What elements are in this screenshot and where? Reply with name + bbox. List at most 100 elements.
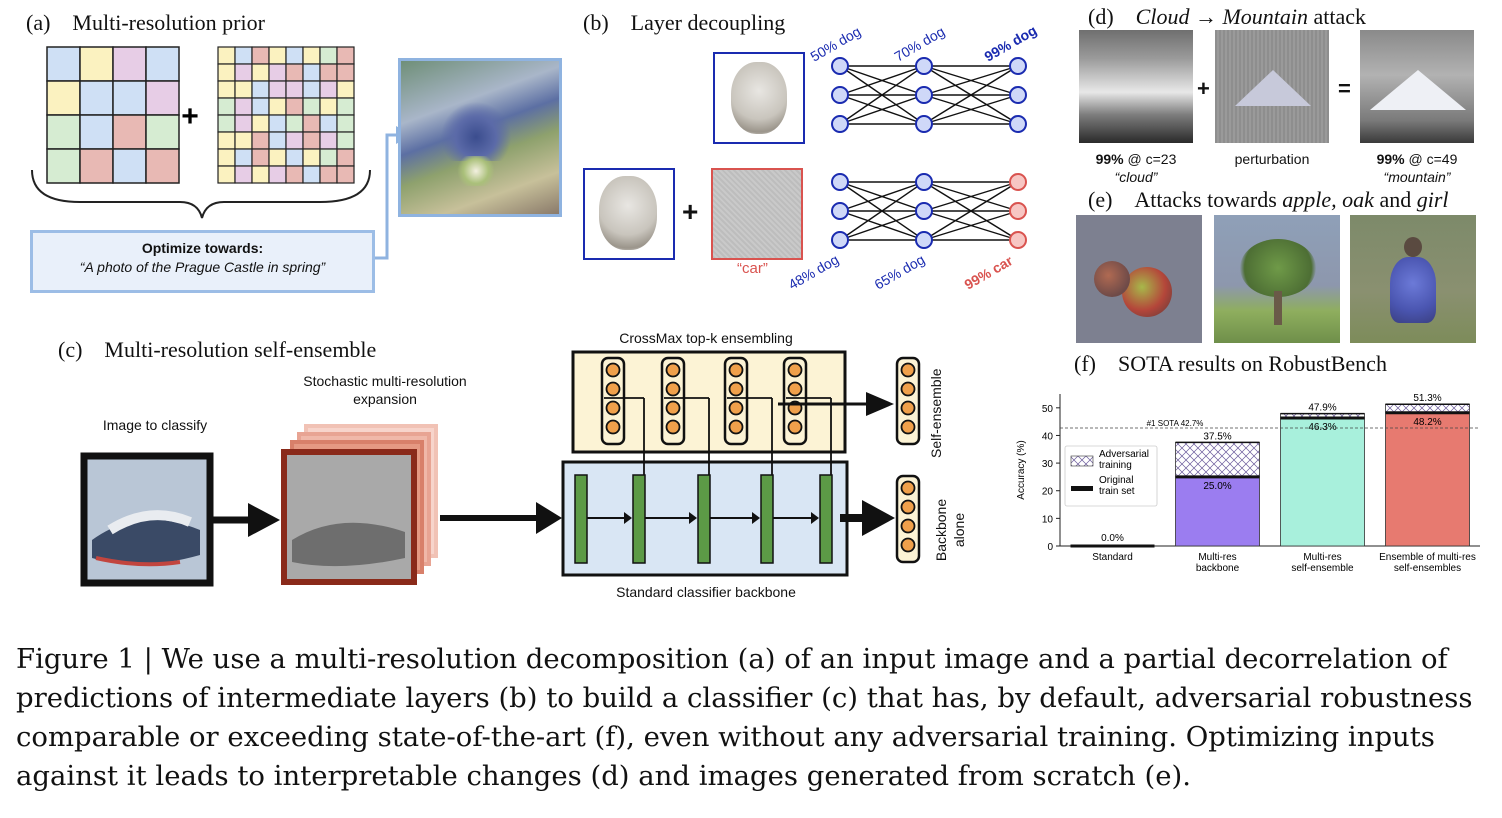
panel-c-title: (c) Multi-resolution self-ensemble [58, 337, 377, 362]
y-tick-label: 40 [1042, 431, 1054, 442]
fine-grid-cell [302, 46, 321, 65]
fine-grid-cell [251, 148, 270, 167]
backbone-arrow-head [862, 500, 895, 536]
fine-grid-cell [336, 148, 355, 167]
fine-grid-cell [234, 63, 253, 82]
cloud-pct: 99% [1095, 151, 1124, 167]
fine-grid-cell [251, 63, 270, 82]
fine-grid-cell [285, 131, 304, 150]
network-node [915, 173, 933, 191]
fine-grid-cell [319, 63, 338, 82]
fine-grid-cell [268, 46, 287, 65]
fine-grid-cell [217, 148, 236, 167]
network-edge [839, 210, 925, 241]
fine-grid-cell [217, 131, 236, 150]
y-tick-label: 30 [1042, 459, 1054, 470]
fine-grid-cell [217, 46, 236, 65]
panel-e-title-and: and [1373, 187, 1417, 212]
legend-swatch-original [1071, 486, 1093, 491]
sota-label: #1 SOTA 42.7% [1147, 419, 1204, 428]
legend-label-adversarial: Adversarial [1099, 449, 1149, 460]
crossmax-label: CrossMax top-k ensembling [619, 330, 793, 346]
backbone-layer [574, 474, 588, 564]
perturbation-image [1215, 30, 1329, 143]
connector-line [375, 133, 396, 260]
network-node [915, 86, 933, 104]
self-ensemble-arrow-head [866, 392, 894, 416]
label-99-car: 99% car [962, 252, 1016, 293]
panel-a-diagram: + [31, 46, 412, 260]
network-node [1009, 115, 1027, 133]
network-node [1009, 231, 1027, 249]
logit-node [787, 381, 803, 397]
logit-node [665, 381, 681, 397]
y-tick-label: 0 [1047, 542, 1053, 553]
ensemble-parts [574, 356, 833, 564]
fine-grid-cell [268, 63, 287, 82]
network-edge [839, 65, 925, 125]
network-node [1009, 202, 1027, 220]
image-to-classify-label: Image to classify [102, 417, 208, 433]
panel-e-title-prefix: (e) Attacks towards [1088, 187, 1283, 212]
logit-node [787, 362, 803, 378]
perturbation-noise-image [711, 168, 803, 260]
panel-e-title-girl: girl [1416, 187, 1449, 212]
ship-stripe [95, 556, 181, 567]
fine-grid-cell [302, 165, 321, 184]
output-logit-node [900, 518, 916, 534]
car-label: “car” [737, 260, 768, 277]
fine-grid-cell [336, 114, 355, 133]
fine-grid-cell [319, 80, 338, 99]
fine-grid-cell [268, 131, 287, 150]
fine-grid-cell [302, 97, 321, 116]
fine-grid-cell [302, 131, 321, 150]
legend-swatch-adversarial [1070, 455, 1094, 467]
fine-grid-cell [319, 114, 338, 133]
label-99-dog: 99% dog [982, 22, 1040, 65]
fine-grid-cell [251, 165, 270, 184]
ship-hull [92, 519, 200, 565]
output-logit-node [900, 362, 916, 378]
bar-original [1385, 412, 1470, 547]
fine-grid-cell [319, 131, 338, 150]
fine-grid-cell [268, 97, 287, 116]
network-node [1009, 173, 1027, 191]
output-logit-node [900, 537, 916, 553]
plus-sign: + [181, 100, 199, 133]
panel-a-title: (a) Multi-resolution prior [26, 10, 265, 35]
x-tick-label: Ensemble of multi-res [1379, 552, 1476, 563]
fine-grid-cell [251, 97, 270, 116]
logit-node [728, 419, 744, 435]
fine-grid-cell [336, 97, 355, 116]
cloud-image [1079, 30, 1193, 143]
fine-grid-cell [285, 63, 304, 82]
x-tick-label: Standard [1092, 552, 1133, 563]
x-tick-label: self-ensemble [1291, 563, 1354, 574]
network-edge [923, 94, 1019, 125]
fine-grid-cell [268, 114, 287, 133]
noisy-ship [292, 522, 405, 567]
network-edge [923, 65, 1019, 125]
logit-node [728, 362, 744, 378]
x-tick-label: Multi-res [1303, 552, 1341, 563]
fine-grid-cell [336, 63, 355, 82]
girl-image [1350, 215, 1476, 343]
fine-grid-cell [268, 80, 287, 99]
layer-arrow-head [624, 512, 632, 524]
fine-grid-cell [217, 165, 236, 184]
legend-label-adversarial-2: training [1099, 460, 1132, 471]
fine-grid-cell [302, 63, 321, 82]
fine-grid-cell [234, 131, 253, 150]
output-logit-node [900, 381, 916, 397]
network-bottom [831, 173, 1027, 249]
layer-arrow-head [811, 512, 819, 524]
network-edge [839, 181, 925, 241]
network-edge [923, 181, 1019, 212]
equals-sign-d: = [1338, 76, 1351, 101]
mountain-pct: 99% [1376, 151, 1405, 167]
mountain-class-index: @ c=49 [1404, 151, 1458, 167]
network-node [915, 57, 933, 75]
perturbation-label: perturbation [1234, 151, 1310, 167]
logit-node [665, 419, 681, 435]
network-edge [923, 181, 1019, 241]
